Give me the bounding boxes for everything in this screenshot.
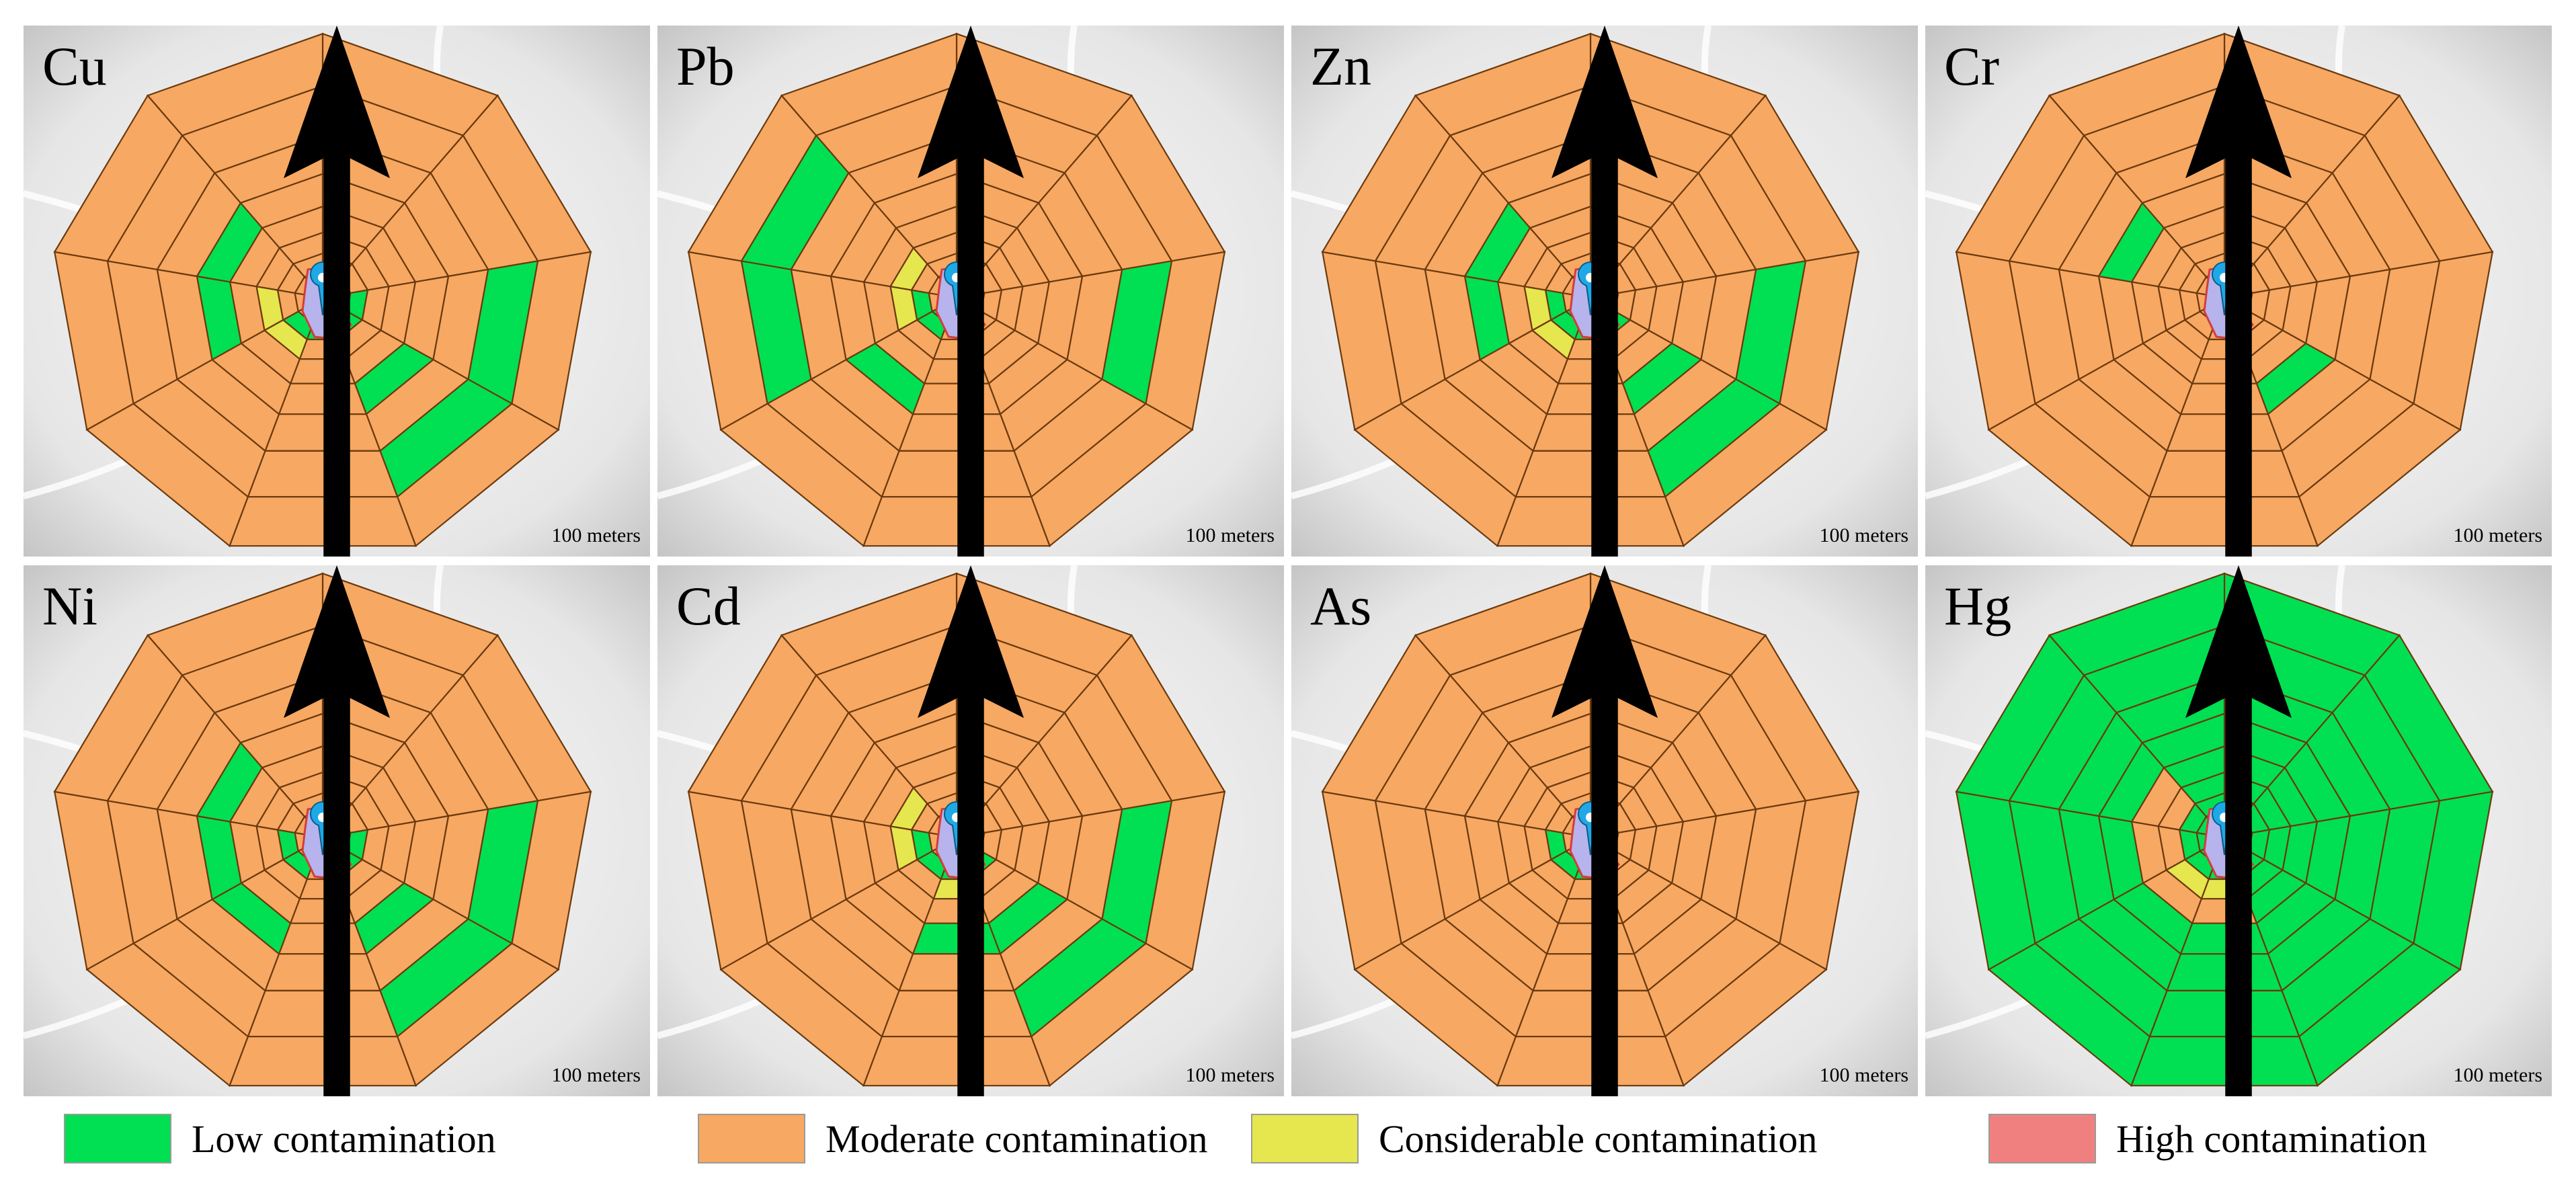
legend: Low contamination Moderate contamination… [24,1108,2552,1168]
scale-label: 100 meters [2453,1064,2542,1086]
legend-item-high: High contamination [1988,1112,2427,1166]
zone-sector [146,32,324,136]
zone-sector [780,572,958,676]
scale-label: 100 meters [1819,524,1908,546]
element-label: As [1310,575,1372,637]
north-arrow-icon [1552,26,1658,557]
legend-item-low: Low contamination [64,1112,496,1166]
scale-label: 100 meters [1185,524,1275,546]
zone-sector [2048,572,2226,676]
element-label: Cr [1944,36,1999,97]
legend-item-moderate: Moderate contamination [698,1112,1208,1166]
zone-map [1291,565,1918,1096]
map-panel-as: As 100 meters [1291,565,1918,1096]
element-label: Cu [42,36,107,97]
scale-label: 100 meters [551,1064,641,1086]
map-panel-pb: Pb 100 meters [657,26,1284,557]
element-label: Ni [42,575,97,637]
zone-sector [780,32,958,136]
element-label: Zn [1310,36,1372,97]
north-arrow-icon [918,26,1024,557]
north-arrow-icon [1552,565,1658,1096]
map-panel-cd: Cd 100 meters [657,565,1284,1096]
map-panel-cu: Cu 100 meters [24,26,650,557]
scale-label: 100 meters [2453,524,2542,546]
element-label: Hg [1944,575,2012,637]
legend-label: Low contamination [192,1116,496,1161]
scale-label: 100 meters [551,524,641,546]
element-label: Pb [676,36,735,97]
legend-swatch-high [1988,1114,2096,1163]
north-arrow-icon [284,26,390,557]
map-panel-zn: Zn 100 meters [1291,26,1918,557]
legend-label: Considerable contamination [1379,1116,1818,1161]
north-arrow-icon [918,565,1024,1096]
north-arrow-icon [284,565,390,1096]
legend-swatch-low [64,1114,171,1163]
north-arrow-icon [2185,26,2292,557]
map-panel-ni: Ni 100 meters [24,565,650,1096]
legend-swatch-considerable [1251,1114,1359,1163]
element-label: Cd [676,575,741,637]
map-panel-grid: Cu 100 meters Pb 100 meters Zn 100 meter… [24,26,2552,1101]
zone-sector [1414,32,1592,136]
north-arrow-icon [2185,565,2292,1096]
legend-label: High contamination [2116,1116,2427,1161]
zone-map [1291,26,1918,557]
legend-item-considerable: Considerable contamination [1251,1112,1817,1166]
scale-label: 100 meters [1185,1064,1275,1086]
legend-swatch-moderate [698,1114,805,1163]
zone-sector [1414,572,1592,676]
legend-label: Moderate contamination [826,1116,1208,1161]
scale-label: 100 meters [1819,1064,1908,1086]
map-panel-hg: Hg 100 meters [1925,565,2552,1096]
zone-sector [146,572,324,676]
zone-sector [2048,32,2226,136]
map-panel-cr: Cr 100 meters [1925,26,2552,557]
